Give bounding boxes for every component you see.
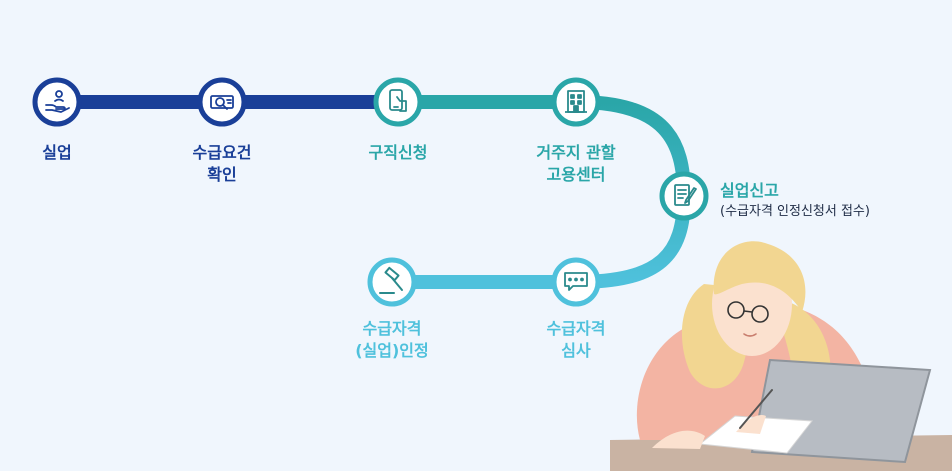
step-node-eligibility-approval	[367, 257, 417, 307]
step-label-line: 수급자격	[362, 319, 422, 338]
step-label-line: (실업)인정	[355, 341, 429, 360]
form-pen-icon	[674, 184, 697, 206]
step-label-line: 수급요건	[192, 143, 252, 162]
woman-laptop-illustration	[610, 241, 952, 471]
chat-bubble-icon	[564, 272, 588, 291]
step-label-eligibility-check: 수급요건 확인	[193, 142, 252, 186]
step-label-line: 수급자격	[546, 319, 606, 338]
step-label-eligibility-approval: 수급자격 (실업)인정	[355, 318, 429, 362]
step-node-job-application	[373, 77, 423, 127]
step-node-unemployment-report	[659, 171, 709, 221]
step-label-job-application: 구직신청	[369, 142, 428, 164]
step-label-subline: (수급자격 인정신청서 접수)	[720, 204, 870, 219]
step-label-line: 실업신고	[720, 181, 779, 200]
step-label-unemployment: 실업	[42, 142, 71, 164]
step-label-employment-center: 거주지 관할 고용센터	[536, 142, 615, 186]
step-label-line: 고용센터	[546, 165, 606, 184]
phone-hand-icon	[389, 89, 407, 112]
step-node-employment-center	[551, 77, 601, 127]
step-label-line: 실업	[42, 143, 72, 162]
step-label-line: 심사	[561, 341, 591, 360]
step-label-line: 확인	[207, 165, 237, 184]
step-node-eligibility-check	[197, 77, 247, 127]
step-label-line: 구직신청	[368, 143, 428, 162]
step-label-eligibility-review: 수급자격 심사	[547, 318, 606, 362]
step-node-eligibility-review	[551, 257, 601, 307]
step-label-unemployment-report: 실업신고 (수급자격 인정신청서 접수)	[720, 180, 870, 222]
gavel-icon	[379, 266, 403, 294]
step-label-line: 거주지 관할	[536, 143, 616, 162]
hand-person-icon	[45, 90, 70, 113]
step-node-unemployment	[32, 77, 82, 127]
building-icon	[565, 90, 587, 113]
magnifier-document-icon	[210, 95, 234, 110]
